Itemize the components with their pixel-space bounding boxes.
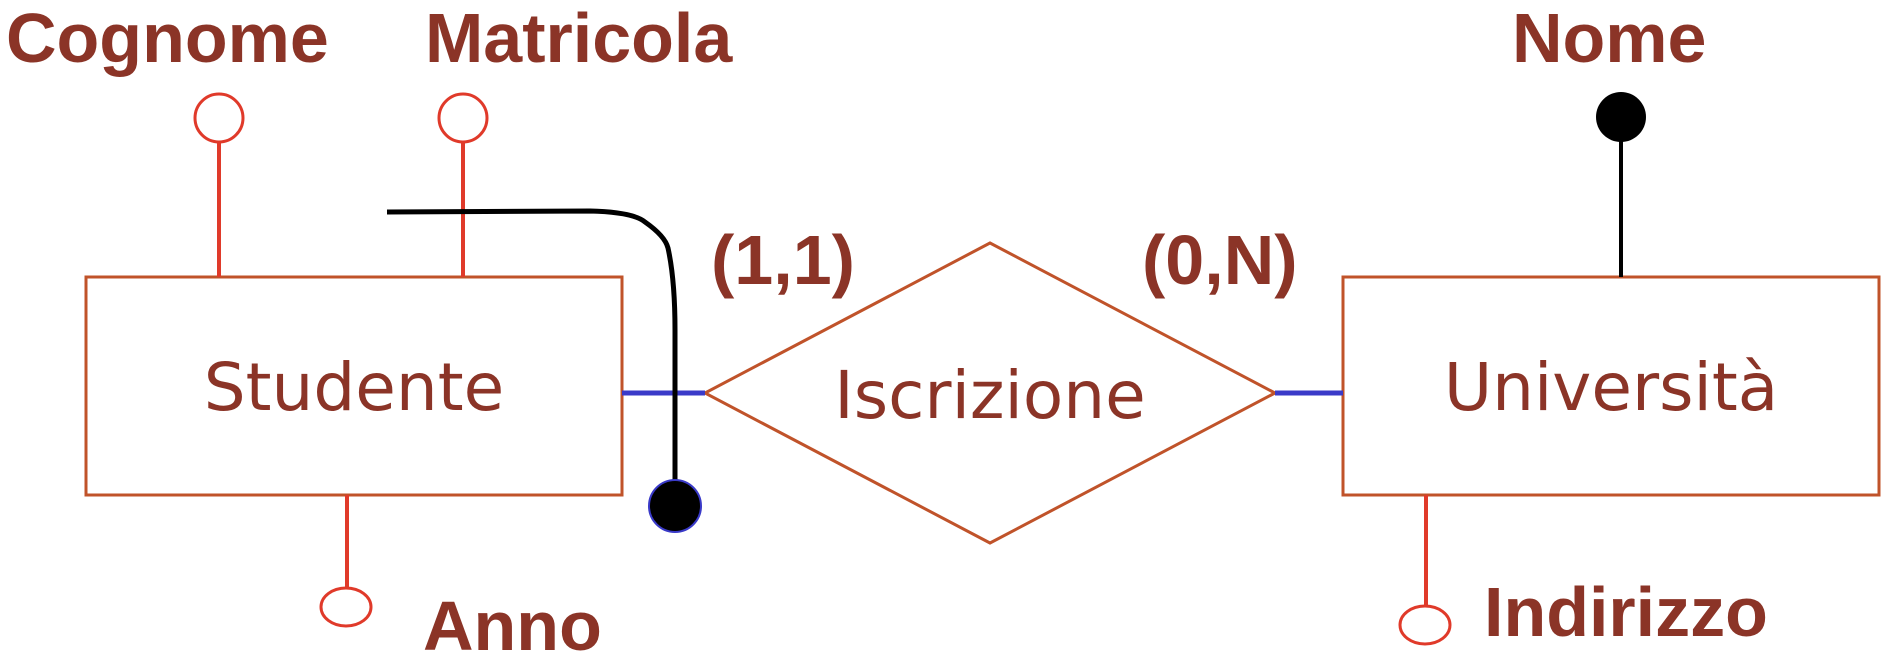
relationship-iscrizione-diamond[interactable] bbox=[701, 241, 1279, 545]
attr-anno-label: Anno bbox=[423, 587, 602, 658]
relationship-iscrizione-label: Iscrizione bbox=[834, 357, 1145, 434]
attr-matricola-label: Matricola bbox=[425, 0, 733, 77]
attr-indirizzo-marker bbox=[1398, 604, 1452, 646]
attr-matricola-marker bbox=[437, 92, 489, 144]
attr-nome-label: Nome bbox=[1512, 0, 1706, 77]
attr-anno-marker bbox=[319, 586, 373, 628]
cardinality-universita: (0,N) bbox=[1142, 221, 1298, 299]
attr-cognome-marker bbox=[193, 92, 245, 144]
cardinality-studente: (1,1) bbox=[711, 221, 855, 299]
entity-studente-box[interactable] bbox=[84, 275, 624, 497]
attr-indirizzo-label: Indirizzo bbox=[1484, 573, 1768, 651]
external-identifier-marker bbox=[648, 479, 702, 533]
entity-universita-box[interactable] bbox=[1341, 275, 1881, 497]
entity-universita-label: Università bbox=[1444, 349, 1778, 426]
attr-cognome-label: Cognome bbox=[6, 0, 329, 77]
entity-studente-label: Studente bbox=[204, 349, 504, 426]
attr-nome-marker bbox=[1596, 92, 1646, 142]
external-identifier-line bbox=[386, 208, 678, 485]
